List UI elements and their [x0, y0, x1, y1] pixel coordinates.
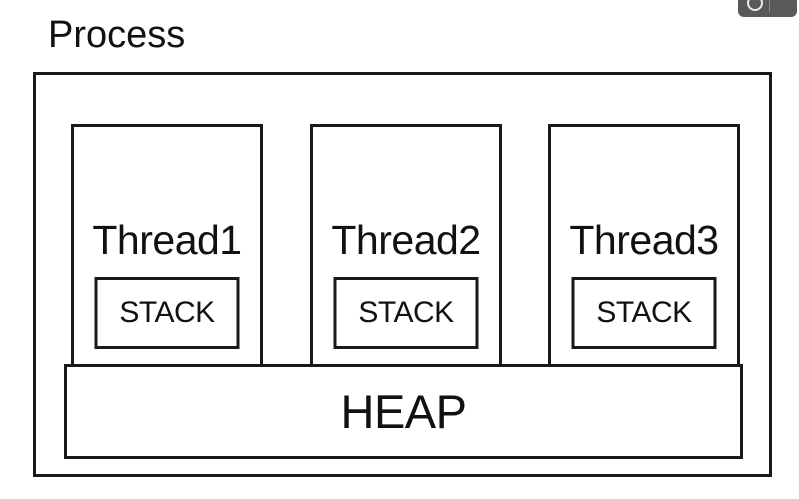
thread1-label: Thread1 — [92, 217, 242, 263]
thread3-box: Thread3 STACK — [548, 124, 740, 367]
process-box: Thread1 STACK Thread2 STACK Thread3 STAC… — [33, 72, 772, 477]
thread2-label: Thread2 — [331, 217, 481, 263]
thread2-stack-label: STACK — [358, 296, 454, 329]
partial-circle-icon — [747, 0, 763, 11]
thread2-box: Thread2 STACK — [310, 124, 502, 367]
thread1-box: Thread1 STACK — [71, 124, 263, 367]
toolbar-divider — [769, 0, 770, 12]
thread3-stack-box: STACK — [571, 277, 717, 349]
thread2-stack-box: STACK — [333, 277, 479, 349]
thread1-stack-label: STACK — [119, 296, 215, 329]
thread3-label: Thread3 — [569, 217, 719, 263]
overlay-toolbar — [738, 0, 797, 17]
thread3-stack-label: STACK — [596, 296, 692, 329]
process-title: Process — [48, 14, 186, 56]
heap-label: HEAP — [340, 385, 468, 438]
overlay-toolbar-button-left[interactable] — [738, 0, 769, 17]
heap-box: HEAP — [64, 364, 743, 459]
overlay-toolbar-button-right[interactable] — [770, 0, 797, 17]
thread1-stack-box: STACK — [94, 277, 240, 349]
